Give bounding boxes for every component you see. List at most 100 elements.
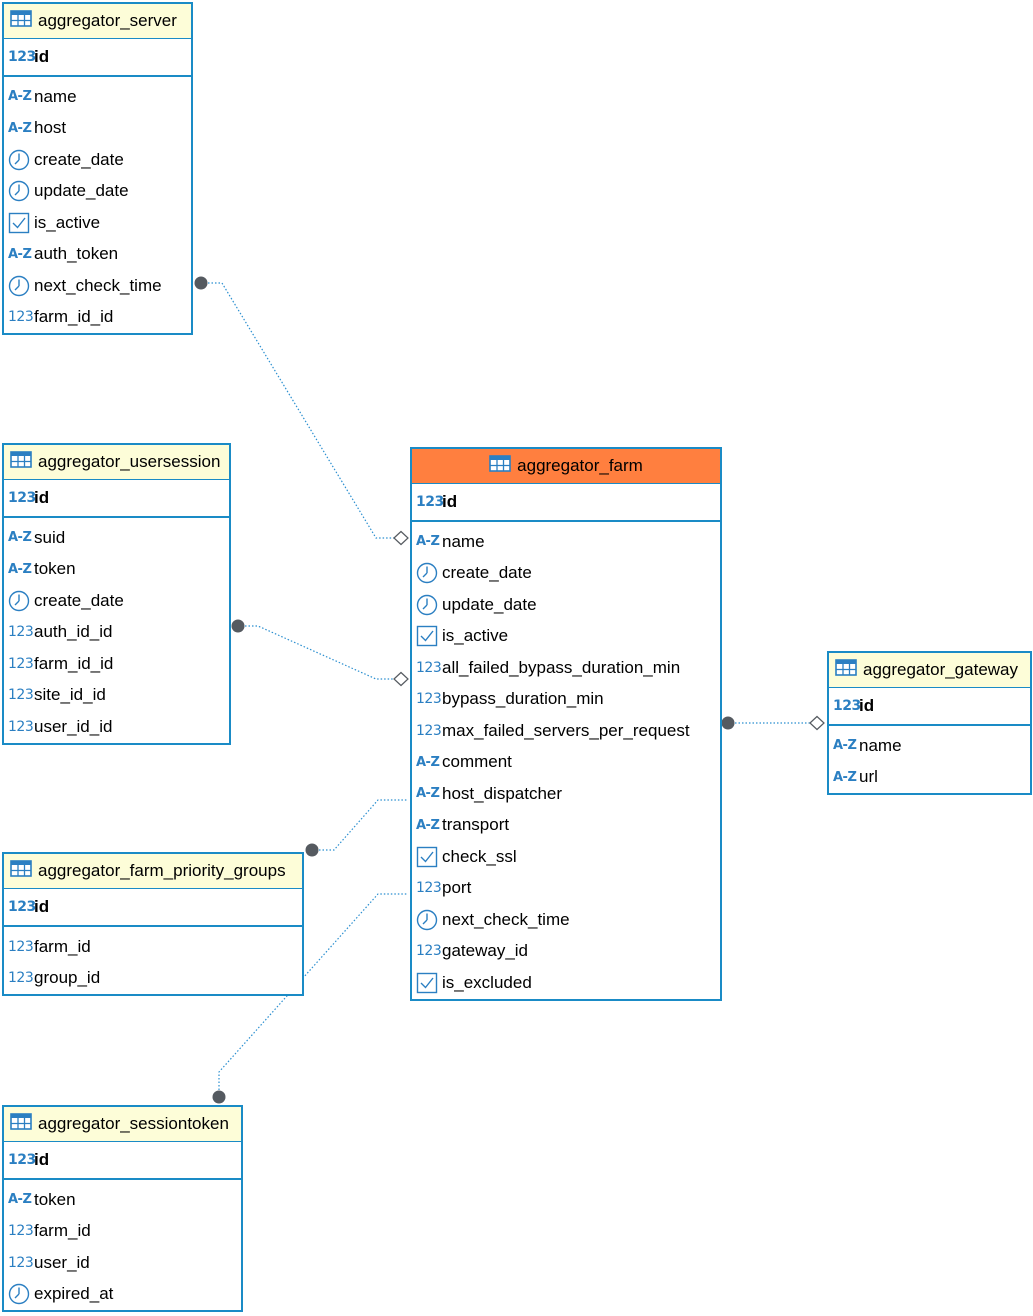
text-type-icon: A-Z (833, 738, 857, 754)
column-row[interactable]: create_date (4, 144, 191, 176)
number-type-icon: 123 (8, 655, 34, 672)
number-type-icon: 123 (8, 718, 34, 735)
table-header[interactable]: aggregator_usersession (4, 445, 229, 480)
column-row[interactable]: 123 farm_id (4, 1216, 241, 1248)
column-name: name (442, 531, 485, 551)
checkbox-icon (416, 972, 438, 994)
relationship-farm-to-gateway[interactable] (721, 715, 825, 731)
column-row[interactable]: 123 bypass_duration_min (412, 684, 720, 716)
column-row[interactable]: A-Z name (412, 526, 720, 558)
number-type-icon: 123 (8, 1254, 34, 1271)
relationship-source-dot (194, 276, 208, 290)
table-aggregator-farm[interactable]: aggregator_farm 123 id A-Z name create_d… (410, 447, 722, 1001)
checkbox-icon (416, 625, 438, 647)
column-name: name (34, 86, 77, 106)
primary-key-row[interactable]: 123 id (4, 1142, 241, 1180)
column-row[interactable]: A-Z auth_token (4, 239, 191, 271)
column-name: farm_id_id (34, 307, 114, 327)
column-row[interactable]: A-Z comment (412, 747, 720, 779)
column-name: is_excluded (442, 972, 532, 992)
column-row[interactable]: update_date (412, 589, 720, 621)
column-row[interactable]: 123 gateway_id (412, 936, 720, 968)
column-row[interactable]: 123 auth_id_id (4, 617, 229, 649)
table-header[interactable]: aggregator_farm_priority_groups (4, 854, 302, 889)
column-row[interactable]: is_active (4, 207, 191, 239)
table-aggregator-farm-priority-groups[interactable]: aggregator_farm_priority_groups 123 id 1… (2, 852, 304, 996)
column-name: name (859, 735, 902, 755)
number-type-icon: 123 (8, 899, 36, 915)
primary-key-row[interactable]: 123 id (4, 480, 229, 518)
number-type-icon: 123 (8, 687, 34, 704)
table-header[interactable]: aggregator_farm (412, 449, 720, 484)
relationship-usersession-to-farm[interactable] (231, 619, 409, 687)
relationship-line (238, 625, 397, 680)
column-row[interactable]: A-Z url (829, 762, 1030, 794)
column-name: gateway_id (442, 941, 529, 961)
number-type-icon: 123 (8, 49, 36, 65)
table-name: aggregator_gateway (863, 660, 1019, 679)
column-row[interactable]: A-Z host (4, 113, 191, 145)
table-header[interactable]: aggregator_sessiontoken (4, 1107, 241, 1142)
column-row[interactable]: 123 farm_id_id (4, 302, 191, 334)
column-row[interactable]: is_excluded (412, 967, 720, 999)
column-row[interactable]: A-Z token (4, 554, 229, 586)
table-name: aggregator_usersession (38, 452, 221, 471)
column-row[interactable]: is_active (412, 621, 720, 653)
table-aggregator-gateway[interactable]: aggregator_gateway 123 id A-Z name A-Z u… (827, 651, 1032, 795)
primary-key-row[interactable]: 123 id (4, 39, 191, 77)
column-row[interactable]: update_date (4, 176, 191, 208)
table-aggregator-server[interactable]: aggregator_server 123 id A-Z name A-Z ho… (2, 2, 193, 335)
column-row[interactable]: next_check_time (4, 270, 191, 302)
column-row[interactable]: A-Z name (829, 730, 1030, 762)
column-name: all_failed_bypass_duration_min (442, 657, 681, 677)
table-aggregator-sessiontoken[interactable]: aggregator_sessiontoken 123 id A-Z token… (2, 1105, 243, 1312)
column-row[interactable]: 123 farm_id_id (4, 648, 229, 680)
column-row[interactable]: 123 group_id (4, 963, 302, 995)
number-type-icon: 123 (8, 1223, 34, 1240)
column-row[interactable]: create_date (412, 558, 720, 590)
text-type-icon: A-Z (416, 754, 440, 770)
column-name: site_id_id (34, 685, 106, 705)
column-row[interactable]: A-Z host_dispatcher (412, 778, 720, 810)
column-row[interactable]: 123 site_id_id (4, 680, 229, 712)
column-row[interactable]: 123 user_id_id (4, 711, 229, 743)
column-row[interactable]: 123 max_failed_servers_per_request (412, 715, 720, 747)
primary-key-row[interactable]: 123 id (412, 484, 720, 522)
column-name: update_date (34, 181, 129, 201)
column-row[interactable]: A-Z token (4, 1184, 241, 1216)
column-row[interactable]: create_date (4, 585, 229, 617)
column-row[interactable]: check_ssl (412, 841, 720, 873)
relationship-farm_priority_groups-to-farm[interactable] (305, 799, 409, 857)
column-row[interactable]: expired_at (4, 1279, 241, 1311)
column-row[interactable]: 123 port (412, 873, 720, 905)
relationship-source-dot (721, 716, 735, 730)
column-row[interactable]: A-Z transport (412, 810, 720, 842)
table-aggregator-usersession[interactable]: aggregator_usersession 123 id A-Z suid A… (2, 443, 231, 745)
table-header[interactable]: aggregator_gateway (829, 653, 1030, 688)
column-name: group_id (34, 968, 101, 988)
column-name: id (442, 492, 458, 511)
clock-icon (8, 590, 30, 612)
text-type-icon: A-Z (416, 786, 440, 802)
clock-icon (8, 1283, 30, 1305)
number-type-icon: 123 (416, 494, 444, 510)
number-type-icon: 123 (8, 938, 34, 955)
column-row[interactable]: 123 all_failed_bypass_duration_min (412, 652, 720, 684)
number-type-icon: 123 (416, 691, 442, 708)
column-row[interactable]: A-Z suid (4, 522, 229, 554)
column-name: url (859, 767, 878, 787)
column-name: max_failed_servers_per_request (442, 720, 690, 740)
table-grid-icon (10, 451, 32, 473)
table-header[interactable]: aggregator_server (4, 4, 191, 39)
text-type-icon: A-Z (8, 246, 32, 262)
column-name: auth_id_id (34, 622, 113, 642)
primary-key-row[interactable]: 123 id (829, 688, 1030, 726)
column-name: farm_id (34, 1221, 91, 1241)
number-type-icon: 123 (416, 722, 442, 739)
column-row[interactable]: A-Z name (4, 81, 191, 113)
column-row[interactable]: 123 user_id (4, 1247, 241, 1279)
column-row[interactable]: 123 farm_id (4, 931, 302, 963)
primary-key-row[interactable]: 123 id (4, 889, 302, 927)
column-row[interactable]: next_check_time (412, 904, 720, 936)
number-type-icon: 123 (8, 1152, 36, 1168)
